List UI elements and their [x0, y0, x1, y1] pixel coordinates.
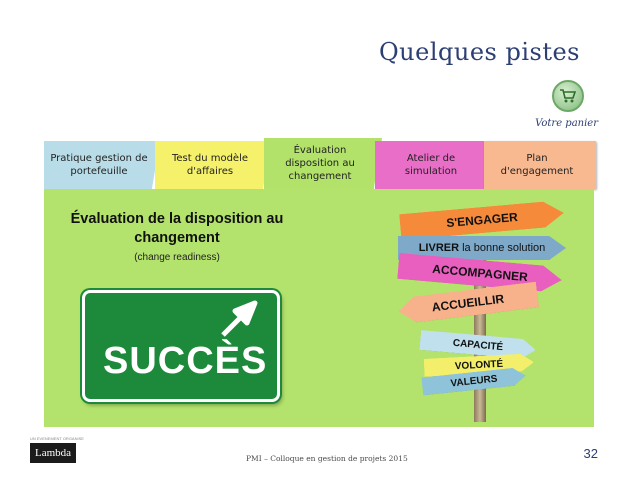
tab-label: Atelier de simulation — [404, 153, 458, 177]
logo-caption: UN EVENEMENT ORGANISE — [30, 436, 84, 441]
slide-title: Quelques pistes — [379, 38, 580, 66]
tab-label: Test du modèle d'affaires — [171, 153, 249, 177]
livrer-rest: la bonne solution — [459, 242, 546, 254]
success-sign: SUCCÈS — [82, 290, 280, 402]
tab-label: Pratique gestion de portefeuille — [50, 153, 148, 177]
cart-caption: Votre panier — [535, 118, 598, 129]
tab-pratique-gestion[interactable]: Pratique gestion de portefeuille — [44, 141, 160, 189]
process-tabs: Pratique gestion de portefeuille Test du… — [44, 138, 596, 189]
panel-title: Évaluation de la disposition au changeme… — [70, 211, 284, 246]
tab-evaluation-disposition[interactable]: Évaluation disposition au changement — [264, 138, 382, 189]
tab-plan-engagement[interactable]: Plan d'engagement — [484, 141, 596, 189]
arrow-up-right-icon — [221, 300, 258, 337]
footer-text: PMI – Colloque en gestion de projets 201… — [246, 454, 408, 463]
tab-atelier-simulation[interactable]: Atelier de simulation — [375, 141, 493, 189]
tab-label: Évaluation disposition au changement — [285, 145, 355, 182]
shopping-cart-icon[interactable] — [552, 80, 584, 112]
lambda-logo: Lambda — [30, 443, 76, 463]
tab-label: Plan d'engagement — [500, 153, 574, 177]
livrer-bold: LIVRER — [418, 242, 460, 254]
panel-subtitle: (change readiness) — [134, 252, 220, 263]
page-number: 32 — [583, 446, 598, 461]
tab-test-modele[interactable]: Test du modèle d'affaires — [155, 141, 271, 189]
sign-text: SUCCÈS — [103, 340, 268, 382]
cart-glyph-icon — [560, 89, 577, 103]
